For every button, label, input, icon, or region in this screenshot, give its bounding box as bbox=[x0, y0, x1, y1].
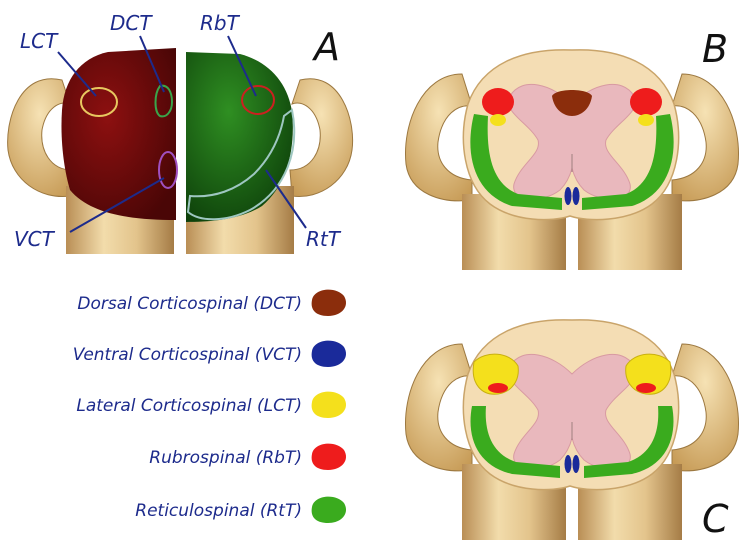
vct-region-marker bbox=[158, 151, 178, 189]
legend-item: Lateral Corticospinal (LCT) bbox=[76, 391, 347, 418]
rtt-leader-line bbox=[265, 169, 307, 229]
legend-item: Ventral Corticospinal (VCT) bbox=[73, 340, 347, 367]
lct-tract-left bbox=[472, 353, 519, 395]
legend-label: Lateral Corticospinal (LCT) bbox=[76, 396, 302, 416]
dct-tract bbox=[552, 90, 592, 116]
lct-region-marker bbox=[80, 87, 118, 117]
legend-swatch-lct bbox=[311, 391, 347, 418]
lct-tract-right bbox=[625, 353, 672, 395]
dct-label: DCT bbox=[110, 11, 153, 35]
legend: Dorsal Corticospinal (DCT) Ventral Corti… bbox=[73, 289, 347, 523]
legend-item: Reticulospinal (RtT) bbox=[135, 496, 347, 523]
panel-c: C bbox=[404, 319, 740, 541]
legend-label: Rubrospinal (RbT) bbox=[149, 448, 302, 468]
legend-label: Dorsal Corticospinal (DCT) bbox=[77, 294, 302, 314]
vct-leader-line bbox=[69, 177, 165, 233]
legend-swatch-rtt bbox=[311, 496, 347, 523]
stained-section-right bbox=[186, 52, 293, 222]
lct-leader-line bbox=[57, 51, 97, 97]
nerve-root-left bbox=[404, 343, 473, 472]
legend-label: Reticulospinal (RtT) bbox=[135, 501, 302, 521]
rtt-region-outline bbox=[186, 108, 296, 221]
rbt-leader-line bbox=[227, 35, 257, 97]
vct-label: VCT bbox=[14, 227, 56, 251]
panel-b: B bbox=[404, 27, 740, 270]
dct-leader-line bbox=[139, 35, 165, 93]
vct-tract-left bbox=[564, 455, 572, 473]
rbt-tract-left bbox=[482, 88, 514, 116]
stained-section-left bbox=[61, 48, 177, 220]
rtt-tract-left bbox=[470, 406, 560, 478]
legend-swatch-rbt bbox=[311, 443, 347, 470]
rtt-label: RtT bbox=[306, 227, 342, 251]
vct-tract-right bbox=[572, 455, 580, 473]
dct-region-marker bbox=[154, 84, 174, 118]
rbt-tract-right bbox=[636, 383, 656, 393]
rbt-tract-right bbox=[630, 88, 662, 116]
nerve-root-right bbox=[289, 78, 354, 197]
panel-letter-b: B bbox=[702, 27, 728, 71]
vct-tract-left bbox=[564, 187, 572, 205]
legend-swatch-dct bbox=[311, 289, 347, 316]
nerve-root-right bbox=[671, 343, 740, 472]
nerve-root-left bbox=[7, 78, 73, 197]
panel-letter-c: C bbox=[702, 497, 729, 541]
legend-swatch-vct bbox=[311, 340, 347, 367]
rtt-tract-right bbox=[582, 114, 674, 210]
lct-tract-left bbox=[490, 114, 506, 126]
rbt-tract-left bbox=[488, 383, 508, 393]
rbt-label: RbT bbox=[200, 11, 241, 35]
legend-item: Dorsal Corticospinal (DCT) bbox=[77, 289, 347, 316]
panel-a: LCT DCT RbT VCT RtT A bbox=[7, 11, 354, 254]
lct-label: LCT bbox=[20, 29, 59, 53]
legend-label: Ventral Corticospinal (VCT) bbox=[73, 345, 302, 365]
nerve-root-left bbox=[404, 73, 473, 202]
panel-letter-a: A bbox=[311, 25, 340, 69]
vct-tract-right bbox=[572, 187, 580, 205]
nerve-root-right bbox=[671, 73, 740, 202]
rtt-tract-left bbox=[470, 114, 562, 210]
lct-tract-right bbox=[638, 114, 654, 126]
legend-item: Rubrospinal (RbT) bbox=[149, 443, 347, 470]
rbt-region-marker bbox=[241, 85, 275, 115]
rtt-tract-right bbox=[584, 406, 674, 478]
